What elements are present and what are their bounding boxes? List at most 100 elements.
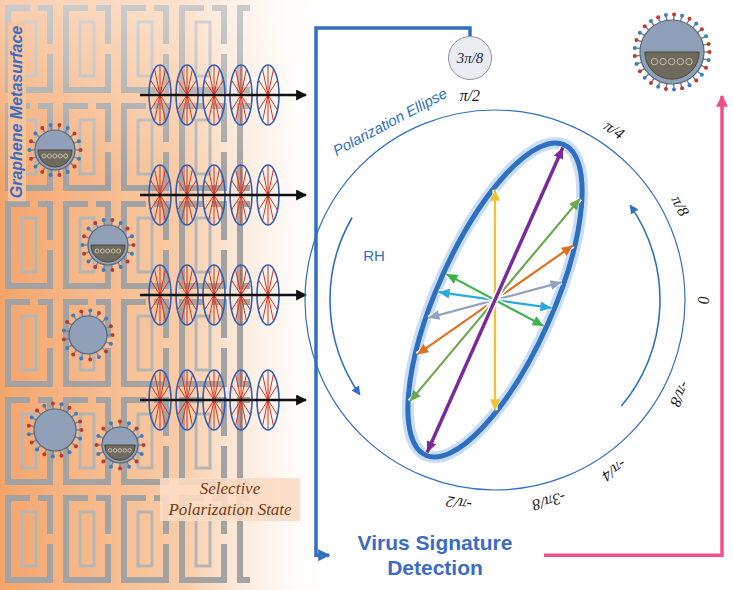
field-vector [160,265,161,295]
field-vector [263,269,269,295]
spike-tip [680,86,684,90]
field-vector [214,265,215,295]
spike-tip [633,46,637,50]
arrow-head [532,316,544,326]
spike-tip [142,443,146,447]
label-holder: -π/8 [666,377,696,412]
spike-tip [28,148,32,152]
field-vector [187,385,197,400]
field-vector [214,295,220,321]
wave-bundles [140,65,306,430]
virus-envelope [34,409,76,451]
wave-bundle [140,370,306,430]
spike-tip [33,132,37,136]
spike-tip [29,157,33,161]
field-vector [231,400,241,415]
angle-label: -π/4 [597,454,632,486]
field-vector [241,400,247,426]
field-vector [177,295,187,310]
rna-coil [118,449,122,453]
arrow-head [569,199,580,211]
virus-core [105,445,136,460]
label-holder: RH [361,247,387,265]
field-vector [268,400,274,426]
field-vector [204,95,214,110]
field-vector [268,65,269,95]
spike-tip [118,467,122,471]
field-vector [209,169,215,195]
field-vector [150,400,160,415]
spike-tip [643,76,647,80]
spike-tip [680,14,684,18]
field-vector [160,95,161,125]
rotation-arrow [621,205,660,406]
field-vector [214,195,215,225]
spike-tip [57,173,61,177]
spike-tip [694,21,698,25]
spike-tip [130,252,134,256]
field-vector [187,265,188,295]
field-vector [187,295,188,325]
spike-tip [67,406,71,410]
propagation-arrow [140,399,306,402]
wave-bundle [140,165,306,225]
spike-tip [96,434,100,438]
spike-tip [27,432,31,436]
spike-tip [140,452,144,456]
spike-tip [135,426,139,430]
spike-tip [104,316,108,320]
field-vector [241,95,247,121]
field-vector [155,169,161,195]
spike-tip [65,346,69,350]
field-vector [187,95,188,125]
field-vector [268,295,274,321]
field-vector [187,65,188,95]
arrow-head [427,440,436,452]
field-vector [241,370,242,400]
spike-tip [109,342,113,346]
field-vector [241,80,251,95]
field-vector [268,195,274,221]
field-vector [160,400,166,426]
field-vector [214,280,224,295]
spike-tip [656,85,660,89]
spike-tip [127,421,131,425]
label-holder: π/8 [667,191,694,221]
spike-tip [688,83,692,87]
arrow-shaft [427,147,563,452]
spike-tip [638,31,642,35]
angle-label: π/2 [458,87,482,105]
virus-particle [81,218,136,272]
spike-tip [30,415,34,419]
spike-tip [66,170,70,174]
spike-tip [656,15,660,19]
field-vector [268,195,269,225]
detection-box: Virus Signature Detection [330,528,540,582]
metasurface-panel: Graphene MetasurfaceSelective Polarizati… [0,0,300,590]
rna-coil [95,249,99,253]
detection-label: Virus Signature Detection [334,530,536,580]
field-vector [160,295,161,325]
spike-tip [93,221,97,225]
field-vector [268,165,269,195]
spike-tip [35,409,39,413]
field-vector [268,265,269,295]
angle-label: -π/2 [443,491,475,514]
polarization-ellipse [373,121,617,479]
field-vector [182,374,188,400]
field-vector [268,280,278,295]
field-vector [177,400,187,415]
virus-particle [62,309,115,362]
field-vector [231,95,241,110]
spike-tip [700,27,704,31]
spike-tip [102,218,106,222]
field-vector [236,374,242,400]
virus-particle [95,420,146,471]
field-vector [268,295,269,325]
spike-tip [101,426,105,430]
angle-label: -3π/8 [528,487,569,514]
field-vector [231,295,241,310]
field-vector [150,195,160,210]
arrow-head [561,246,573,256]
spike-tip [74,444,78,448]
